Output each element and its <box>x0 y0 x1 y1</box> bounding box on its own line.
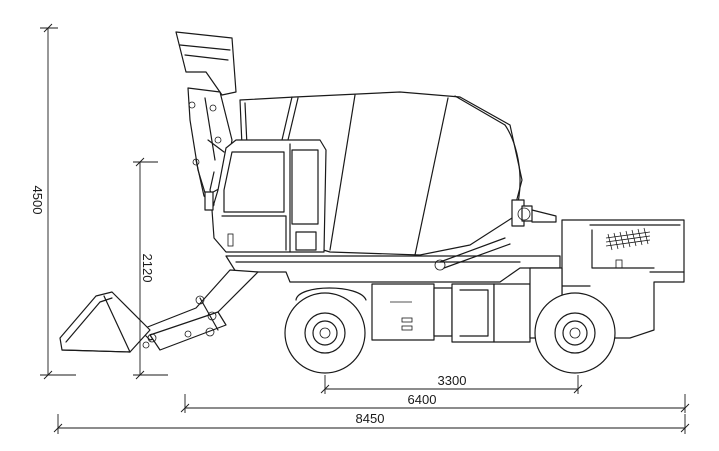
loader-arm <box>139 269 259 351</box>
dimension-bucket-height-label: 2120 <box>140 254 155 283</box>
front-wheel <box>284 287 367 374</box>
dimension-total-length: 8450 <box>53 411 690 434</box>
loading-hopper <box>175 31 237 206</box>
loader-bucket <box>59 291 151 353</box>
dimension-total-length-label: 8450 <box>356 411 385 426</box>
cab <box>204 139 327 253</box>
dimension-wheelbase: 3300 <box>320 373 583 394</box>
dimension-body-length-label: 6400 <box>408 392 437 407</box>
dimension-total-height: 4500 <box>30 23 76 380</box>
dimension-wheelbase-label: 3300 <box>438 373 467 388</box>
chassis <box>225 237 561 283</box>
dimension-body-length: 6400 <box>180 392 690 413</box>
rear-wheel <box>534 292 616 374</box>
dimension-total-height-label: 4500 <box>30 186 45 215</box>
dimension-bucket-height: 2120 <box>133 157 168 380</box>
engine-grille <box>605 227 651 251</box>
